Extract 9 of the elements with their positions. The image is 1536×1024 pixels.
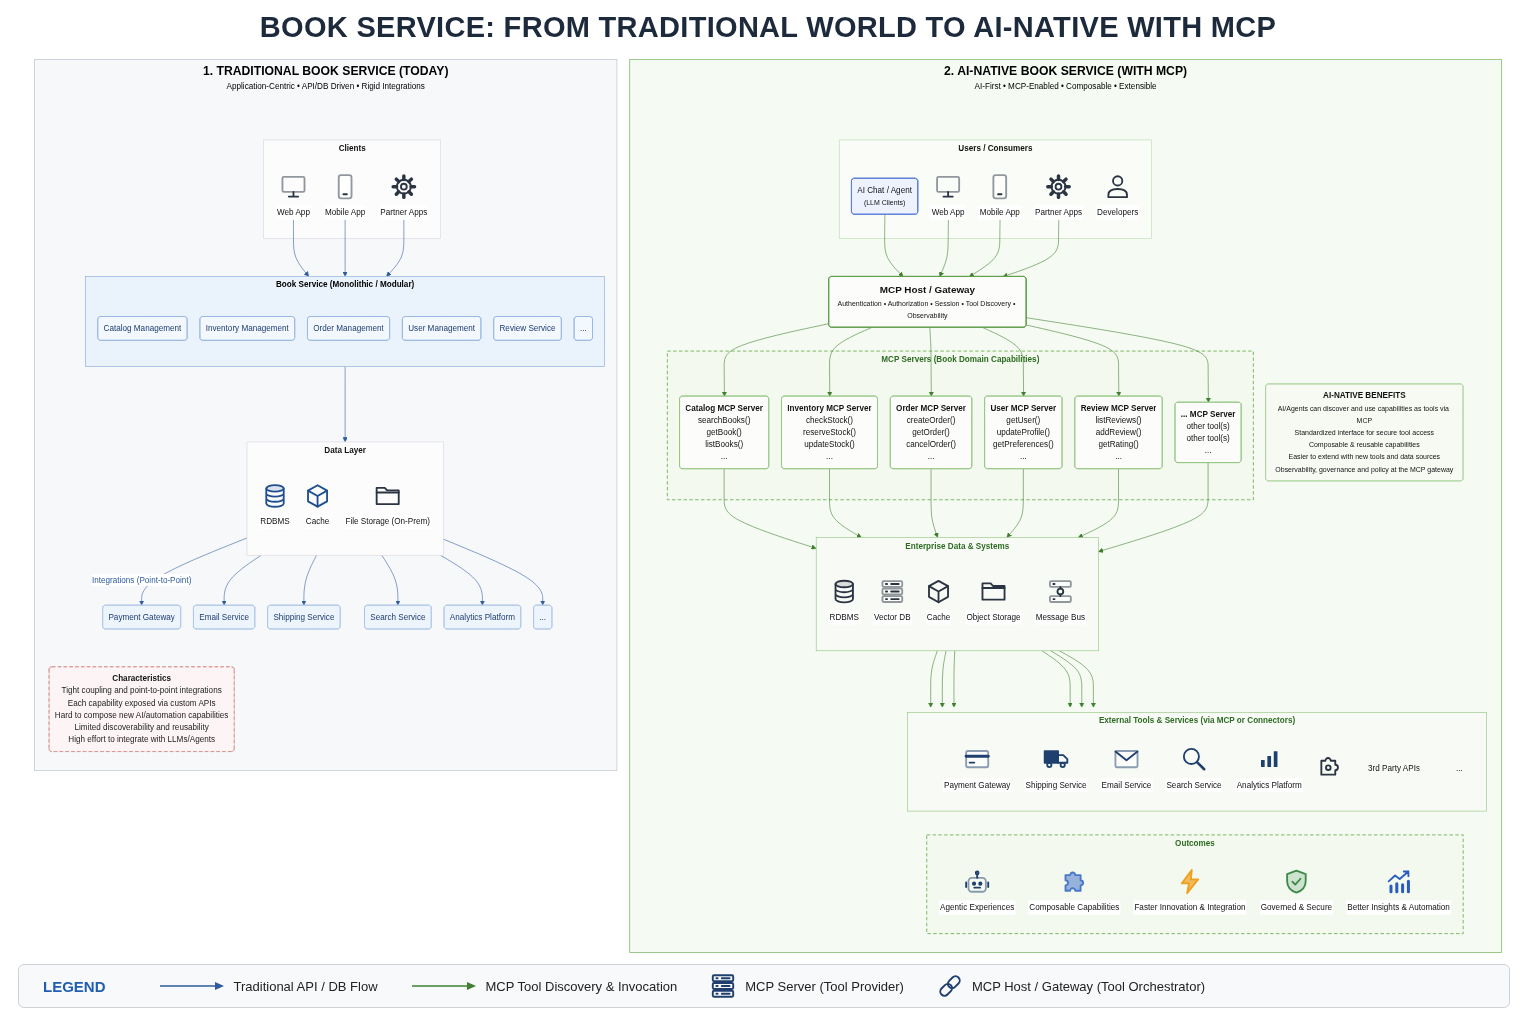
node-text: ... (1455, 763, 1463, 774)
legend-text: MCP Server (Tool Provider) (745, 978, 904, 994)
legend-text: Traditional API / DB Flow (233, 978, 378, 994)
edge-label: Integrations (Point-to-Point) (91, 575, 192, 585)
legend-text: MCP Tool Discovery & Invocation (485, 978, 678, 994)
legend-text: MCP Host / Gateway (Tool Orchestrator) (971, 978, 1206, 994)
node-text: 3rd Party APIs (1367, 763, 1420, 774)
legend-heading: LEGEND (43, 977, 106, 995)
diagram-title: BOOK SERVICE: FROM TRADITIONAL WORLD TO AI-NATIVE WITH MCP (259, 10, 1277, 44)
